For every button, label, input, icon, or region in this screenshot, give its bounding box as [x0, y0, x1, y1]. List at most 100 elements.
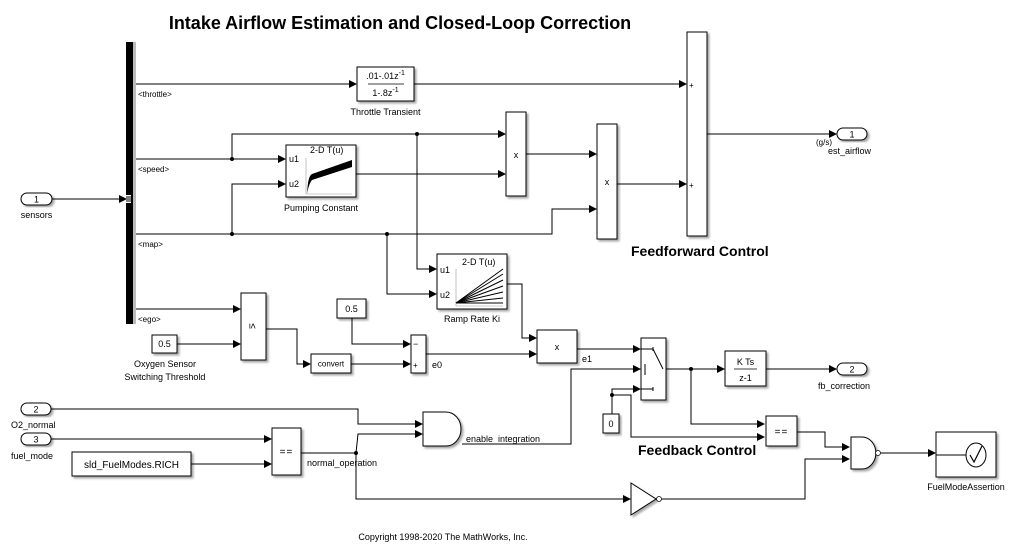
inverter-bubble-icon	[656, 496, 662, 502]
convert-block[interactable]: convert	[310, 353, 352, 374]
not-gate[interactable]	[630, 482, 662, 516]
block-label: Oxygen Sensor	[134, 359, 196, 369]
wire-o2-normal	[51, 408, 423, 428]
throttle-transient-block[interactable]: .01-.01z-1 1-.8z-1 Throttle Transient	[350, 66, 421, 117]
operator-symbol: ==	[280, 447, 294, 458]
convert-label: convert	[318, 360, 345, 369]
signal-label-normal-operation: normal_operation	[307, 458, 377, 468]
bus-selector-port-icon	[126, 195, 131, 203]
wire-compare-out	[266, 328, 311, 368]
switch-block[interactable]	[640, 337, 667, 401]
sum-sign: +	[689, 181, 694, 190]
diagram-title: Intake Airflow Estimation and Closed-Loo…	[169, 13, 631, 33]
const-value: 0.5	[158, 339, 171, 349]
tf-denominator: 1-.8z-1	[372, 87, 398, 98]
const-value: 0	[608, 419, 613, 429]
product-block-3[interactable]: x	[536, 329, 578, 364]
bus-signal-ego: <ego>	[138, 315, 161, 324]
outport-number: 2	[849, 365, 854, 375]
ramp-rate-ki-block[interactable]: 2-D T(u) u1 u2 Ramp Rate Ki	[436, 253, 508, 324]
port-u2: u2	[289, 179, 299, 189]
outport-number: 1	[849, 130, 854, 140]
product-block-2[interactable]: x	[596, 123, 618, 240]
wire-normal-to-not	[355, 453, 631, 503]
sum-sign: +	[689, 81, 694, 90]
bus-selector[interactable]	[126, 42, 133, 324]
inport-o2-normal[interactable]: 2 O2_normal	[11, 402, 56, 430]
bus-signal-map: <map>	[138, 240, 163, 249]
and-gate[interactable]	[422, 411, 462, 447]
equal-block-2[interactable]: ==	[271, 427, 302, 476]
product-op: x	[555, 342, 560, 352]
inport-label: fuel_mode	[11, 451, 53, 461]
operator-symbol: ≤	[247, 323, 258, 329]
outport-label: est_airflow	[828, 146, 872, 156]
wire-map-to-ki	[386, 234, 437, 298]
outport-est-airflow[interactable]: 1 (g/s) est_airflow	[816, 127, 872, 156]
fuel-mode-assertion-block[interactable]: FuelModeAssertion	[927, 431, 1005, 492]
inport-label: sensors	[21, 210, 53, 220]
sum-block[interactable]: + +	[686, 31, 708, 237]
copyright-text: Copyright 1998-2020 The MathWorks, Inc.	[358, 532, 527, 542]
signal-label-e1: e1	[582, 354, 592, 364]
tf-denominator: z-1	[739, 373, 752, 383]
wire-map-to-pumping	[231, 180, 286, 234]
wire-enable-integration	[462, 365, 641, 445]
inport-fuel-mode[interactable]: 3 fuel_mode	[11, 432, 53, 461]
operator-symbol: ==	[775, 427, 789, 438]
const-value: 0.5	[345, 304, 358, 314]
sum-sign: +	[413, 361, 418, 370]
block-label: Throttle Transient	[350, 107, 421, 117]
bus-signal-throttle: <throttle>	[138, 90, 172, 99]
wire-equal1-out	[797, 431, 850, 451]
rich-const-block[interactable]: sld_FuelModes.RICH	[71, 451, 192, 477]
wire-ki-out	[507, 283, 537, 342]
tf-numerator: K Ts	[737, 357, 755, 367]
signal-label-enable-integration: enable_integration	[466, 434, 540, 444]
port-u1: u1	[289, 154, 299, 164]
port-u1: u1	[440, 265, 450, 275]
nand-gate[interactable]	[850, 436, 881, 470]
lookup-curve-icon	[307, 160, 352, 194]
switch-icon	[641, 347, 664, 391]
inport-number: 3	[33, 435, 38, 445]
inverter-bubble-icon	[875, 450, 881, 456]
const-0-5[interactable]: 0.5	[336, 298, 367, 319]
inport-sensors[interactable]: 1 sensors	[20, 192, 53, 220]
lookup-fan-icon	[455, 268, 504, 304]
wire-zero-to-switch	[611, 385, 641, 414]
check-icon	[965, 442, 987, 468]
section-label-feedback: Feedback Control	[638, 442, 756, 458]
wire-zero-to-equal	[612, 394, 765, 441]
const-value: sld_FuelModes.RICH	[84, 460, 179, 471]
sum-e0-block[interactable]: − +	[410, 334, 427, 374]
wire-const-to-sum	[351, 318, 411, 348]
inport-number: 2	[33, 405, 38, 415]
outport-label: fb_correction	[818, 381, 870, 391]
wire-switch-to-equal	[690, 369, 765, 428]
product-block-1[interactable]: x	[505, 111, 527, 197]
wire-map	[136, 205, 597, 235]
o2-threshold-const[interactable]: 0.5 Oxygen Sensor Switching Threshold	[125, 334, 206, 382]
discrete-integrator-block[interactable]: K Ts z-1	[724, 350, 767, 387]
section-label-feedforward: Feedforward Control	[631, 243, 769, 259]
compare-le-block[interactable]: ≤	[240, 292, 267, 361]
signal-label-e0: e0	[432, 360, 442, 370]
signal-unit: (g/s)	[816, 138, 832, 147]
block-label: Switching Threshold	[125, 372, 206, 382]
equal-block-1[interactable]: ==	[765, 415, 798, 447]
inport-number: 1	[34, 195, 39, 205]
block-label: Pumping Constant	[284, 203, 359, 213]
const-0[interactable]: 0	[602, 413, 620, 434]
wire-normal-to-and	[355, 430, 423, 454]
product-op: x	[514, 150, 519, 160]
bus-signal-speed: <speed>	[138, 165, 169, 174]
block-label: Ramp Rate Ki	[444, 314, 500, 324]
outport-fb-correction[interactable]: 2 fb_correction	[818, 362, 870, 391]
block-label: FuelModeAssertion	[927, 482, 1005, 492]
tf-numerator: .01-.01z-1	[366, 70, 405, 81]
lookup-title: 2-D T(u)	[462, 257, 495, 267]
pumping-constant-block[interactable]: 2-D T(u) u1 u2 Pumping Constant	[284, 144, 359, 213]
inport-label: O2_normal	[11, 420, 56, 430]
